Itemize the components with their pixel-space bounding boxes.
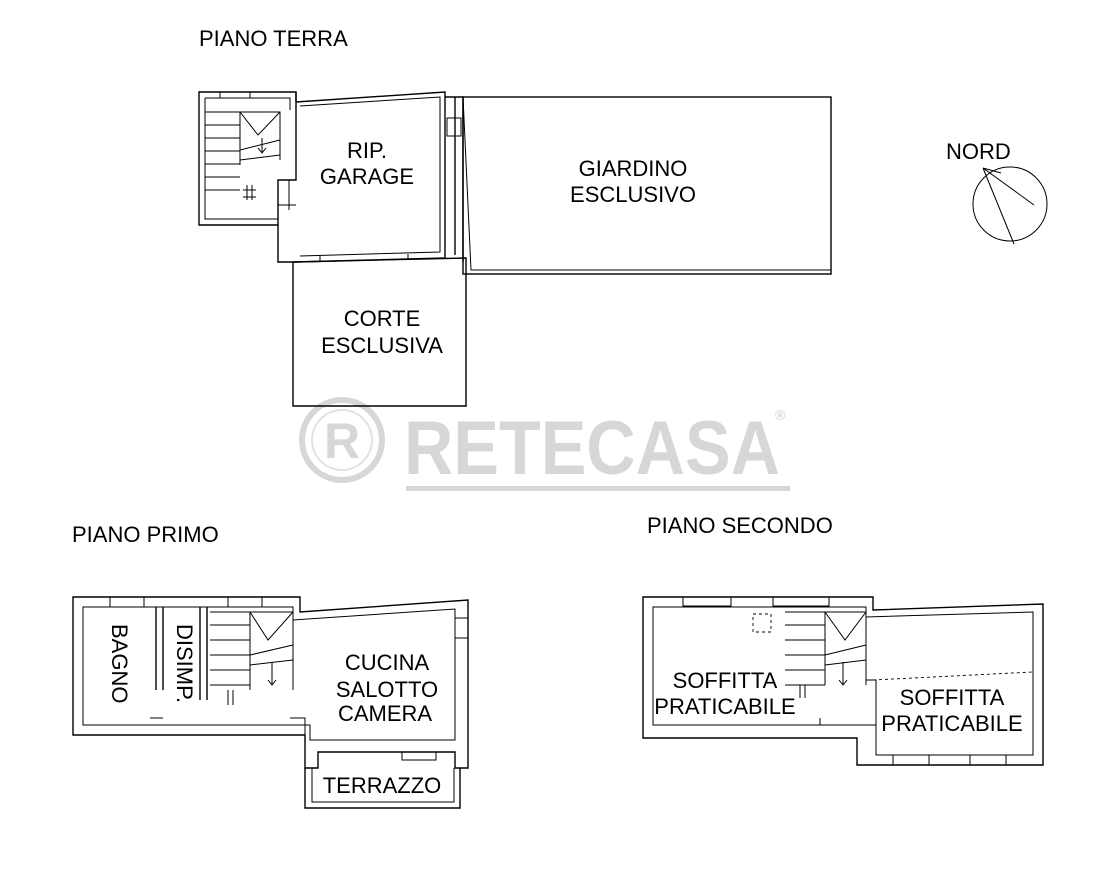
ground-floor-title: PIANO TERRA: [199, 26, 348, 51]
second-floor-plan: [642, 596, 1044, 766]
room-label-camera: CAMERA: [338, 701, 432, 726]
first-floor-stairs: [210, 611, 294, 705]
room-label-bagno: BAGNO: [107, 624, 132, 703]
room-label-cucina: CUCINA: [345, 650, 430, 675]
watermark-registered: ®: [775, 407, 786, 423]
room-label-corte: CORTE: [344, 306, 421, 331]
room-label-terrazzo: TERRAZZO: [323, 773, 442, 798]
room-label-giardino: GIARDINO: [579, 156, 688, 181]
room-label-soffitta-right: SOFFITTA: [900, 685, 1005, 710]
room-label-salotto: SALOTTO: [336, 677, 438, 702]
north-compass-icon: [972, 166, 1048, 245]
first-floor-plan: [72, 596, 469, 809]
room-label-soffitta-left: SOFFITTA: [673, 668, 778, 693]
room-label-disimp: DISIMP.: [172, 624, 197, 703]
ground-stairs: [205, 111, 281, 200]
first-floor-title: PIANO PRIMO: [72, 522, 219, 547]
room-label-praticabile-left: PRATICABILE: [654, 694, 795, 719]
retecasa-watermark: R RETECASA ®: [299, 397, 790, 491]
room-label-esclusiva: ESCLUSIVA: [321, 333, 443, 358]
room-label-garage: GARAGE: [320, 164, 414, 189]
svg-text:R: R: [324, 413, 360, 469]
compass-label: NORD: [946, 139, 1011, 164]
room-label-praticabile-right: PRATICABILE: [881, 711, 1022, 736]
second-floor-title: PIANO SECONDO: [647, 513, 833, 538]
watermark-brand: RETECASA: [404, 406, 780, 491]
room-label-esclusivo: ESCLUSIVO: [570, 182, 696, 207]
room-label-rip: RIP.: [347, 138, 387, 163]
second-floor-stairs: [785, 611, 867, 698]
ground-floor-plan: [198, 91, 832, 407]
